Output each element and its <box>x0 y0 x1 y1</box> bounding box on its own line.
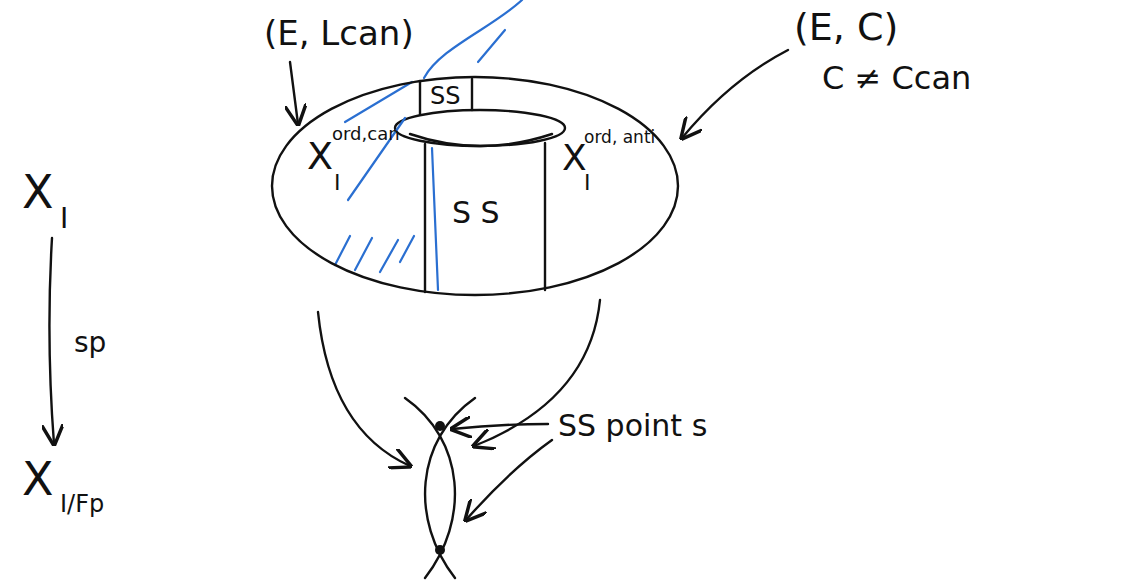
region-label: S S <box>450 197 502 229</box>
torus-inner-lip <box>410 134 552 146</box>
subscript: I/Fp <box>58 492 106 517</box>
map-arrow <box>318 312 410 466</box>
blue-hatch <box>355 238 372 270</box>
strip-line <box>424 144 426 292</box>
pointer-arrow <box>452 424 548 429</box>
space-symbol: X <box>20 455 56 503</box>
superscript: ord, anti <box>582 129 657 147</box>
region-label: SS <box>428 84 462 109</box>
strip-line <box>419 81 421 114</box>
fibre-curve <box>425 398 475 578</box>
specialization-arrow <box>49 238 54 444</box>
subscript: I <box>582 171 593 194</box>
strip-line <box>544 143 546 290</box>
torus-surface: Xord,canISSS SXord, antiI <box>270 75 680 297</box>
pair-label: (E, Lcan) <box>262 16 416 52</box>
strip-line <box>471 79 473 110</box>
pointer-arrow <box>466 440 552 520</box>
region-symbol: X <box>305 137 335 177</box>
blue-hatch <box>380 240 398 272</box>
ss-point <box>435 545 445 555</box>
space-symbol: X <box>20 168 56 216</box>
torus-outline <box>272 77 678 295</box>
ss-point <box>435 421 445 431</box>
pointer-arrow <box>290 62 298 124</box>
pointer-arrow <box>682 50 788 138</box>
blue-hatch <box>400 236 414 262</box>
subscript: I <box>58 204 70 233</box>
subscript: I <box>332 171 343 194</box>
blue-line <box>478 30 505 62</box>
blue-curve <box>424 0 522 78</box>
blue-line <box>432 148 438 290</box>
map-label: sp <box>72 328 108 357</box>
blue-line <box>345 82 412 122</box>
point-label: SS point s <box>556 410 709 442</box>
condition-label: C ≠ Ccan <box>820 62 973 96</box>
blue-hatch <box>335 236 350 265</box>
superscript: ord,can <box>330 125 402 144</box>
pair-label: (E, C) <box>792 8 900 48</box>
torus-hole <box>395 110 565 146</box>
torus-outline <box>270 75 680 297</box>
